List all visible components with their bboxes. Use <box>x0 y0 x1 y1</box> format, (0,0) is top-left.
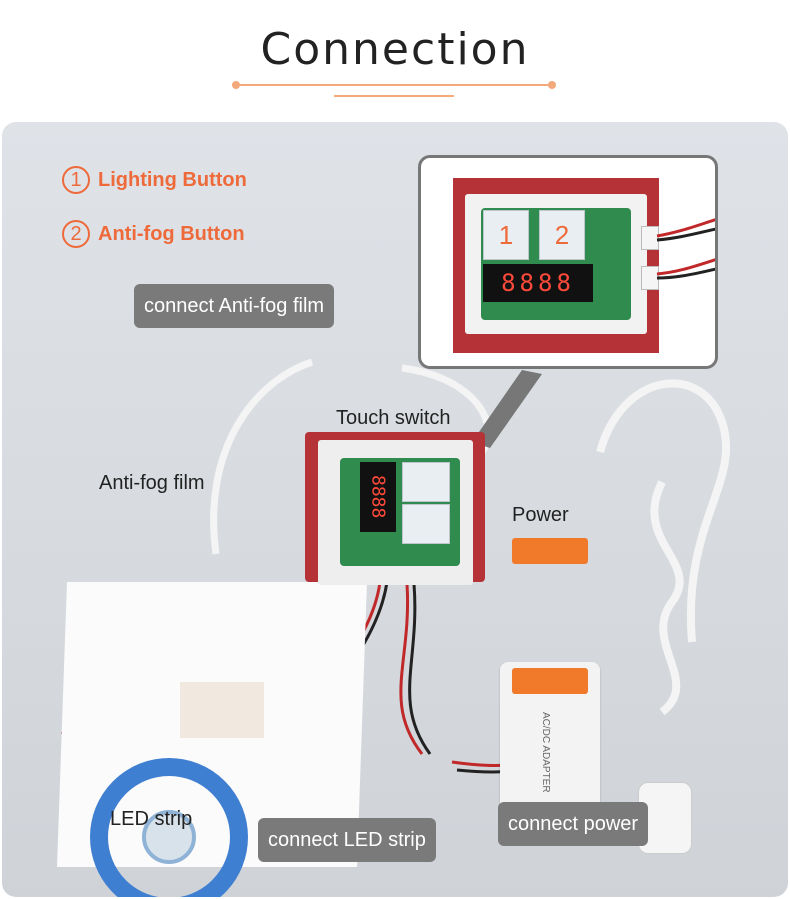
legend-antifog: 2 Anti-fog Button <box>62 220 245 248</box>
title-dot-right <box>548 81 556 89</box>
connect-antifog-label: connect Anti-fog film <box>134 284 335 328</box>
title-underline <box>236 84 552 86</box>
adapter-text: AC/DC ADAPTER <box>540 712 551 793</box>
legend-lighting: 1 Lighting Button <box>62 166 247 194</box>
touch-switch-display: 8888 <box>360 462 396 532</box>
touch-switch-button-1 <box>402 462 450 502</box>
legend-label: Lighting Button <box>98 168 247 191</box>
legend-number: 1 <box>62 166 90 194</box>
page-title: Connection <box>260 24 530 75</box>
touch-switch-label: Touch switch <box>336 407 451 429</box>
closeup-connector-1 <box>641 226 659 250</box>
led-strip-reel-center <box>142 810 196 864</box>
adapter-cap-top <box>512 538 588 564</box>
touch-switch-button-2 <box>402 504 450 544</box>
legend-number: 2 <box>62 220 90 248</box>
anti-fog-film-label: Anti-fog film <box>99 472 205 494</box>
closeup-button-1: 1 <box>483 210 529 260</box>
closeup-button-2: 2 <box>539 210 585 260</box>
closeup-display: 8888 <box>483 264 593 302</box>
adapter-cap-bottom <box>512 668 588 694</box>
connect-power-label: connect power <box>498 802 649 846</box>
power-label: Power <box>512 504 569 526</box>
anti-fog-film-pad <box>180 682 264 738</box>
closeup-wires <box>656 218 715 280</box>
led-strip-label: LED strip <box>110 808 193 830</box>
legend-label: Anti-fog Button <box>98 222 245 245</box>
title-underline-short <box>334 95 454 97</box>
connect-led-label: connect LED strip <box>258 818 436 862</box>
touch-switch-closeup: 1 2 8888 <box>418 155 718 369</box>
